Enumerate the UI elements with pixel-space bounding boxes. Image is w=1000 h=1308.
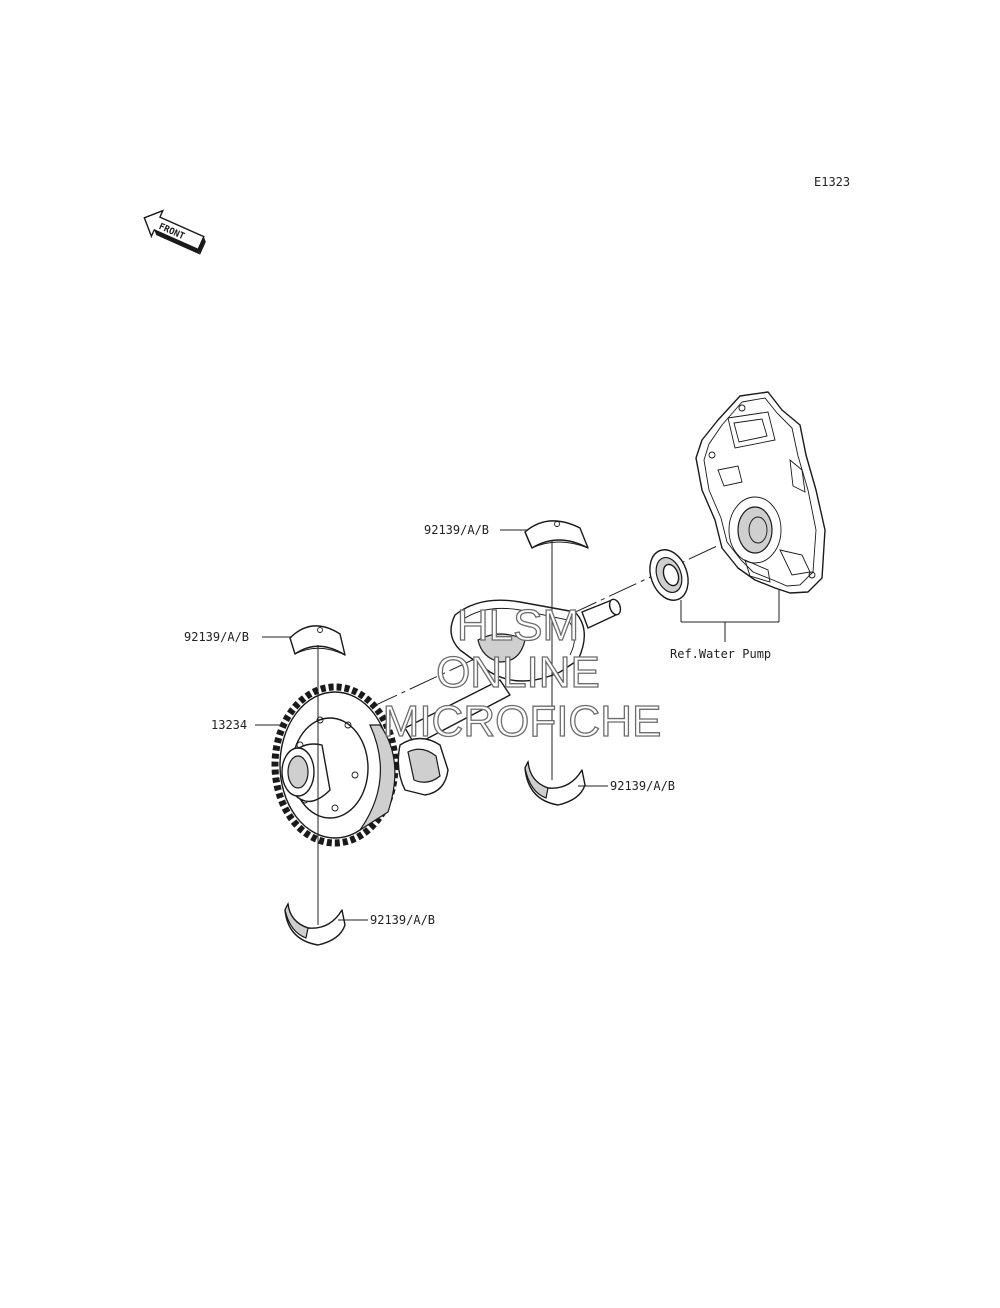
- diagram-code: E1323: [814, 175, 850, 189]
- leader-lines: [255, 529, 608, 925]
- watermark-line2: ONLINE: [436, 648, 600, 697]
- bearing-top-center: [524, 520, 589, 549]
- callout-bearing-right-lower: 92139/A/B: [610, 779, 675, 793]
- bearing-right-lower: [524, 759, 586, 806]
- balancer-shaft: [397, 598, 622, 796]
- balancer-gear: [271, 683, 399, 847]
- front-arrow-icon: FRONT: [143, 209, 206, 255]
- watermark-line1: HLSM: [457, 601, 579, 650]
- watermark-line3: MICROFICHE: [383, 697, 662, 746]
- bearing-left-upper: [289, 625, 346, 656]
- oil-seal: [649, 549, 689, 601]
- reference-label: Ref.Water Pump: [670, 647, 771, 661]
- water-pump-cover: [695, 391, 826, 594]
- watermark: HLSM ONLINE MICROFICHE: [382, 600, 662, 746]
- reference-bracket: [680, 590, 780, 642]
- callout-bearing-left-upper: 92139/A/B: [184, 630, 249, 644]
- bearing-left-lower: [284, 901, 346, 946]
- callout-bearing-left-lower: 92139/A/B: [370, 913, 435, 927]
- callout-bearing-top-center: 92139/A/B: [424, 523, 489, 537]
- callout-balancer-shaft: 13234: [211, 718, 247, 732]
